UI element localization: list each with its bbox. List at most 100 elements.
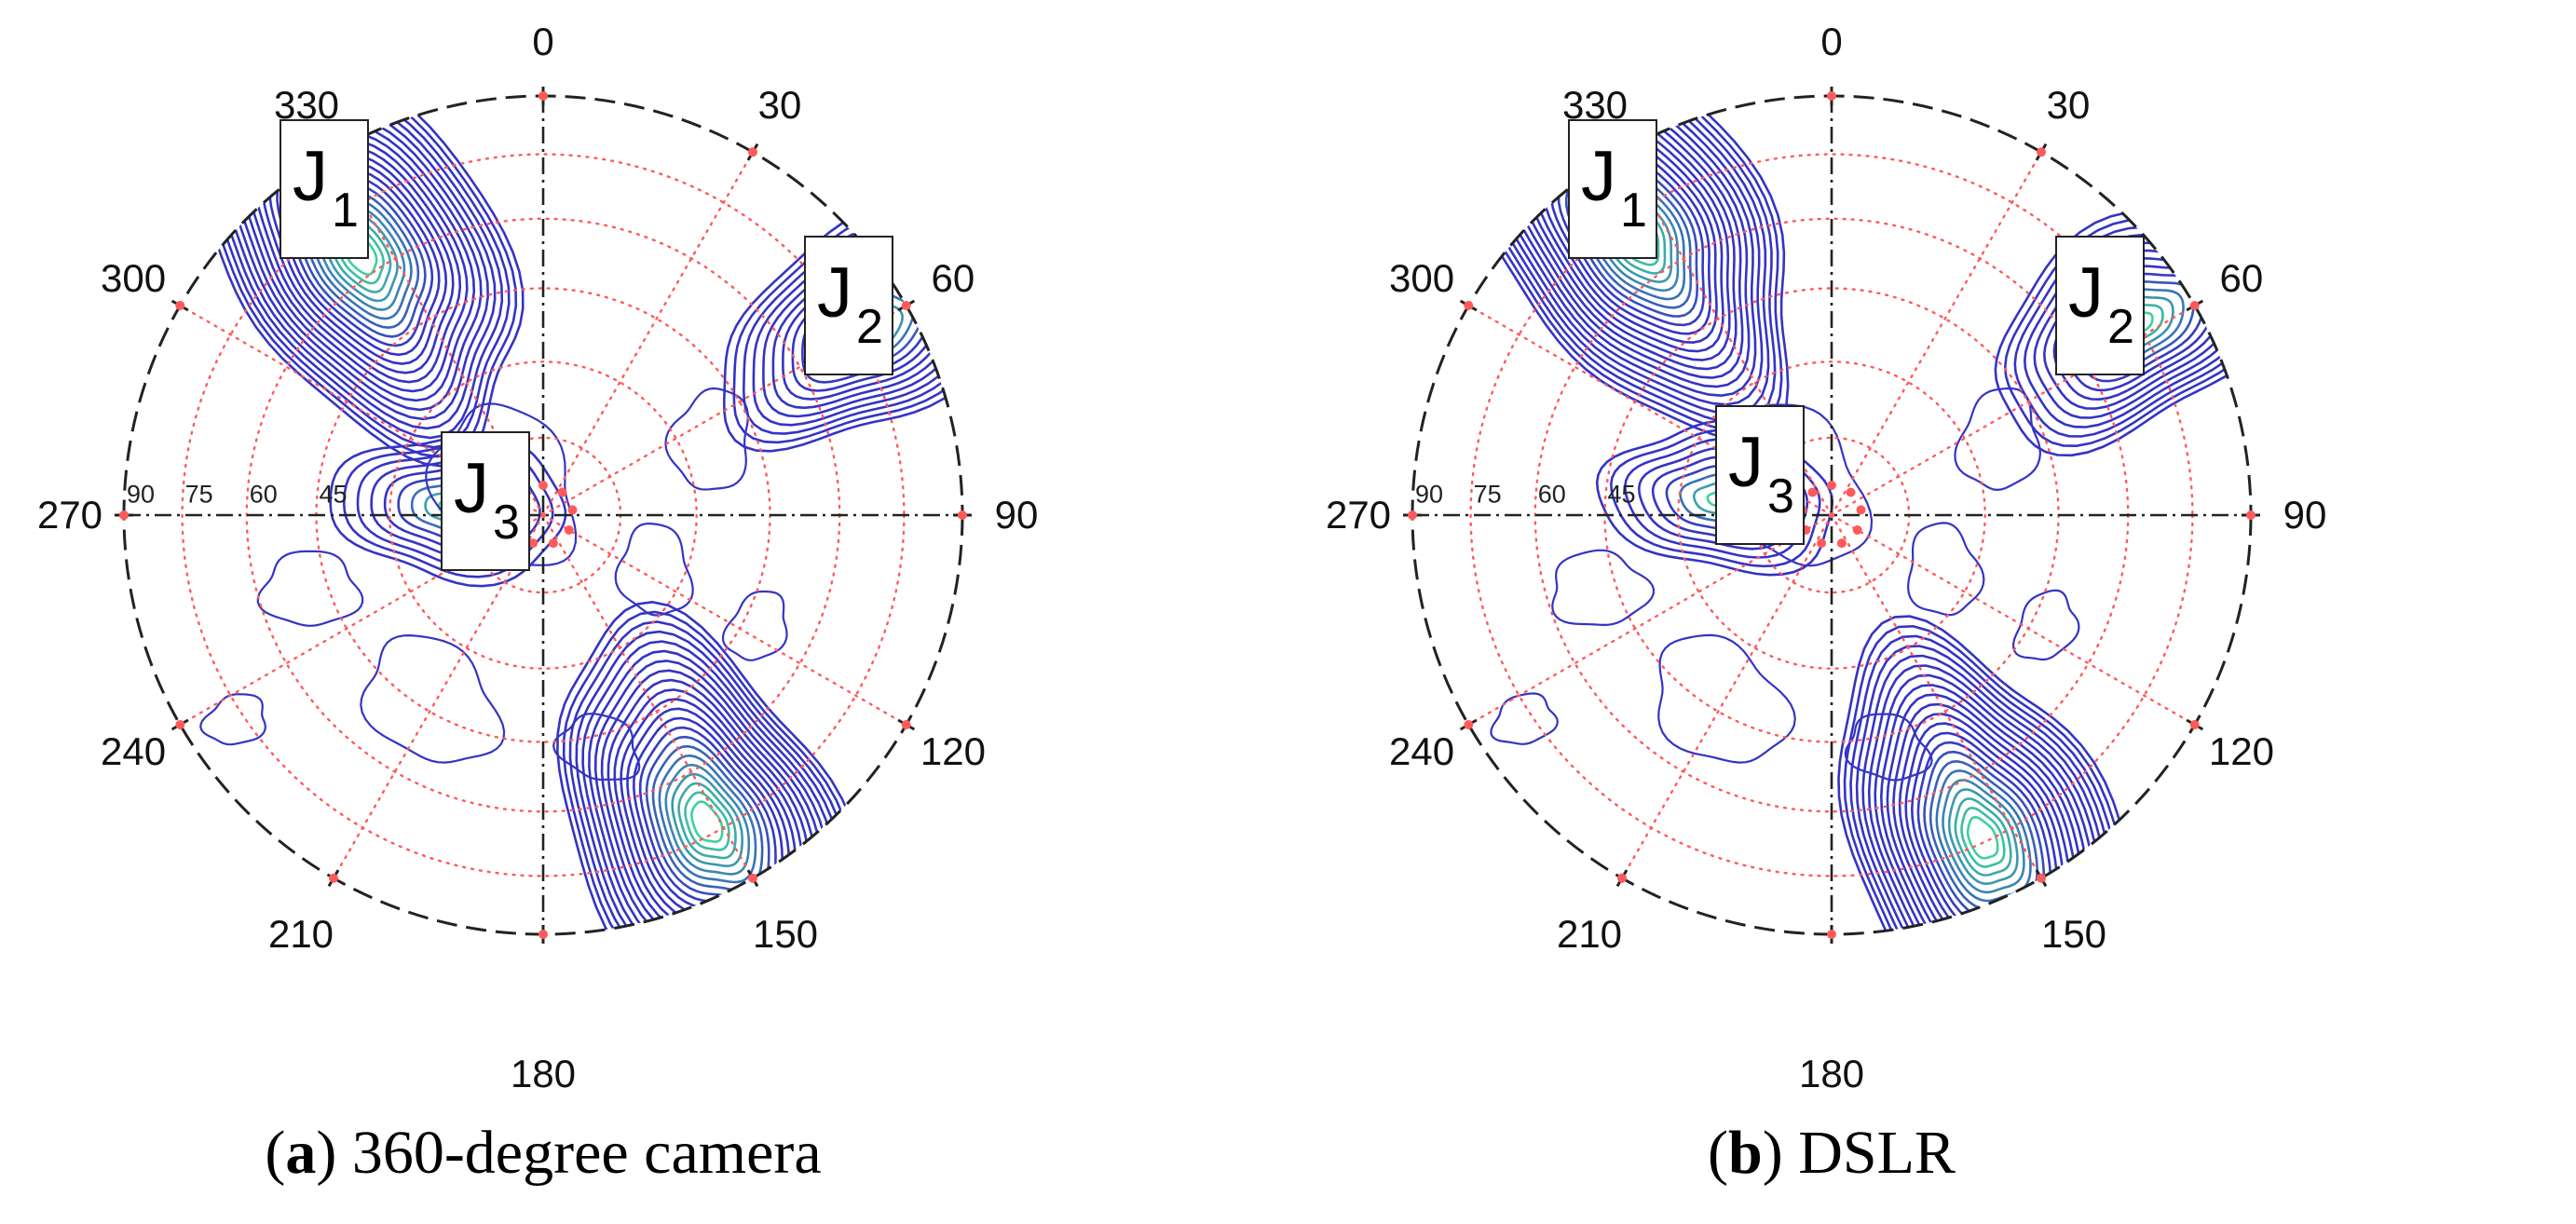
caption-b-text: DSLR: [1798, 1119, 1956, 1187]
contour-line: [1960, 806, 2006, 868]
azimuth-dot: [1827, 91, 1836, 101]
contour-line: [575, 630, 845, 934]
joint-letter: J: [2068, 253, 2104, 333]
azimuth-spoke: [1830, 513, 2196, 727]
azimuth-label: 300: [1389, 256, 1455, 300]
contour-line: [562, 610, 858, 934]
azimuth-dot: [2189, 301, 2200, 310]
azimuth-label: 90: [994, 493, 1039, 537]
centre-dot: [528, 538, 538, 549]
dip-label: 45: [1607, 480, 1636, 509]
azimuth-dot: [748, 147, 757, 157]
centre-dot: [1817, 538, 1827, 549]
azimuth-label: 150: [2040, 912, 2107, 957]
azimuth-dot: [2246, 510, 2256, 520]
background-contour: [360, 633, 506, 764]
contour-line: [593, 660, 825, 934]
contour-line: [752, 229, 962, 427]
dip-ring: [388, 360, 698, 670]
joint-index: 2: [856, 300, 883, 354]
centre-dot: [1836, 538, 1847, 549]
joint-index: 3: [1767, 469, 1794, 524]
azimuth-label: 120: [2208, 729, 2274, 773]
joint-index: 1: [1620, 184, 1647, 238]
azimuth-dot: [901, 720, 911, 729]
contour-line: [1849, 634, 2126, 934]
azimuth-label: 90: [2283, 493, 2327, 537]
dip-ring: [1677, 360, 1986, 670]
azimuth-label: 60: [2219, 256, 2264, 300]
azimuth-label: 240: [1389, 729, 1455, 773]
azimuth-label: 270: [1325, 493, 1392, 537]
background-contour: [1844, 713, 1933, 782]
contour-line: [1947, 788, 2019, 886]
azimuth-dot: [329, 873, 338, 883]
contour-line: [671, 772, 744, 868]
contour-line: [762, 238, 962, 418]
contour-line: [184, 96, 525, 468]
azimuth-dot: [958, 510, 967, 520]
joint-letter: J: [817, 253, 852, 333]
azimuth-dot: [1617, 873, 1627, 883]
azimuth-dot: [2037, 147, 2046, 157]
centre-dot: [1846, 487, 1856, 497]
azimuth-spoke: [1620, 513, 1833, 879]
dip-label: 75: [184, 480, 213, 509]
background-contour: [256, 550, 364, 627]
centre-dot: [548, 538, 558, 549]
contour-line: [1874, 673, 2099, 934]
joint-letter: J: [454, 449, 489, 528]
azimuth-dot: [119, 510, 129, 520]
azimuth-spoke: [541, 151, 755, 517]
background-contour: [2011, 589, 2080, 661]
contour-line: [732, 211, 962, 444]
background-contour: [425, 402, 578, 566]
centre-dot: [567, 505, 578, 515]
centre-dot: [538, 481, 548, 490]
contour-line: [613, 688, 804, 934]
azimuth-label: 150: [752, 912, 819, 957]
joint-index: 1: [332, 184, 359, 238]
background-contour: [1954, 387, 2042, 492]
azimuth-dot: [538, 91, 548, 101]
azimuth-label: 180: [1798, 1052, 1865, 1095]
dip-label: 90: [1414, 480, 1444, 509]
stereonet-plot-b: [1403, 87, 2260, 944]
azimuth-dot: [1464, 301, 1474, 310]
azimuth-label: 180: [510, 1052, 577, 1095]
azimuth-label: 240: [101, 729, 167, 773]
dip-label: 45: [319, 480, 348, 509]
azimuth-dot: [748, 873, 757, 883]
background-contour: [1657, 633, 1796, 764]
azimuth-spoke: [541, 513, 755, 879]
contour-line: [1861, 654, 2112, 934]
contour-line: [1867, 664, 2106, 934]
contour-line: [1942, 779, 2025, 894]
azimuth-spoke: [1830, 304, 2196, 517]
contour-line: [1470, 96, 1777, 425]
azimuth-dot: [1408, 510, 1417, 520]
contour-line: [581, 640, 838, 934]
joint-index: 3: [493, 496, 520, 550]
contour-line: [568, 620, 852, 934]
azimuth-label: 30: [2046, 83, 2091, 128]
caption-b-letter: b: [1728, 1119, 1763, 1187]
centre-dot: [564, 525, 574, 535]
azimuth-spoke: [332, 513, 545, 879]
contour-line: [1462, 96, 1783, 433]
caption-a: (a) 360-degree camera: [265, 1119, 822, 1187]
contour-line: [742, 220, 962, 435]
centre-dot: [1852, 525, 1862, 535]
azimuth-dot: [538, 930, 548, 939]
joint-letter: J: [293, 137, 328, 216]
caption-a-letter: a: [285, 1119, 317, 1187]
contour-line: [600, 669, 818, 934]
background-contour: [721, 590, 788, 661]
azimuth-label: 300: [101, 256, 167, 300]
